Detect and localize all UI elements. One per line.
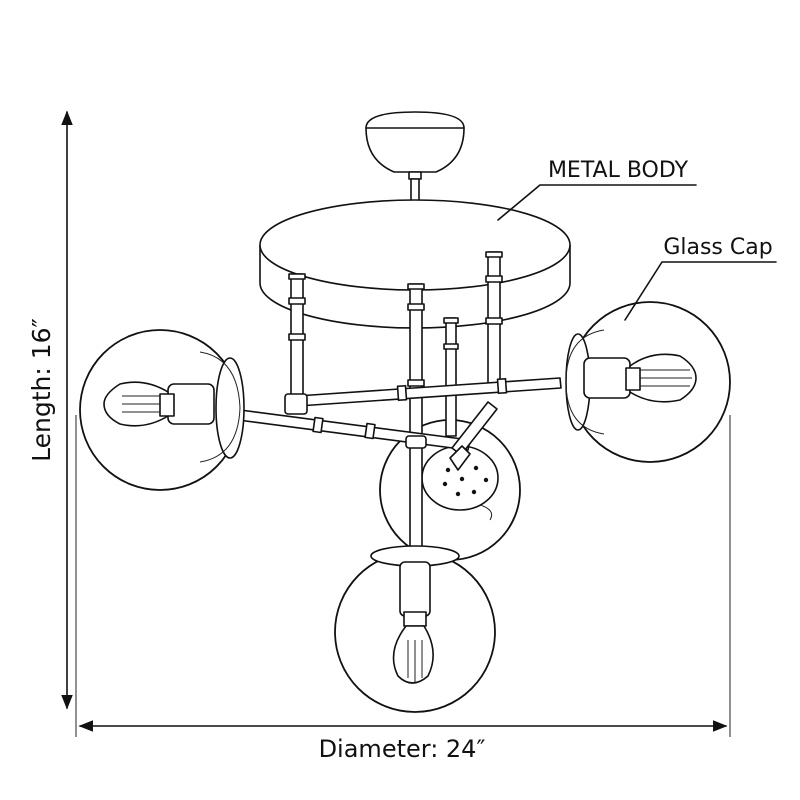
metal-body-leader [497,184,697,221]
length-label: Length: 16″ [27,318,56,462]
glass-cap-label: Glass Cap [663,235,772,260]
diameter-dimension: Diameter: 24″ [75,415,731,763]
disc-top [259,199,571,291]
left-cup [215,357,245,459]
globe-left [79,329,245,491]
center-hub [405,435,427,449]
stem-coupler [408,171,422,180]
arm-drop [409,439,423,553]
diameter-label: Diameter: 24″ [319,735,486,763]
canopy-dome [365,111,465,173]
ceiling-canopy [365,111,465,204]
left-socket [167,383,215,425]
bottom-socket [399,561,431,617]
metal-body-callout: METAL BODY [497,158,697,221]
elbow-joint [284,393,308,415]
arm-back-socket [449,445,471,471]
globe-right [565,301,731,463]
right-socket [583,357,631,399]
glass-cap-leader [624,261,777,321]
rod-inner [445,317,457,437]
arm-lower [237,409,471,451]
metal-body-label: METAL BODY [548,158,689,183]
arm-back [451,401,498,456]
bottom-bulb [392,625,434,684]
length-dimension: Length: 16″ [27,110,73,710]
glass-cap-callout: Glass Cap [624,235,777,321]
back-bulb-edge [479,504,493,521]
arms [237,377,562,553]
arm-upper [296,377,562,407]
globe-bottom [334,545,496,713]
